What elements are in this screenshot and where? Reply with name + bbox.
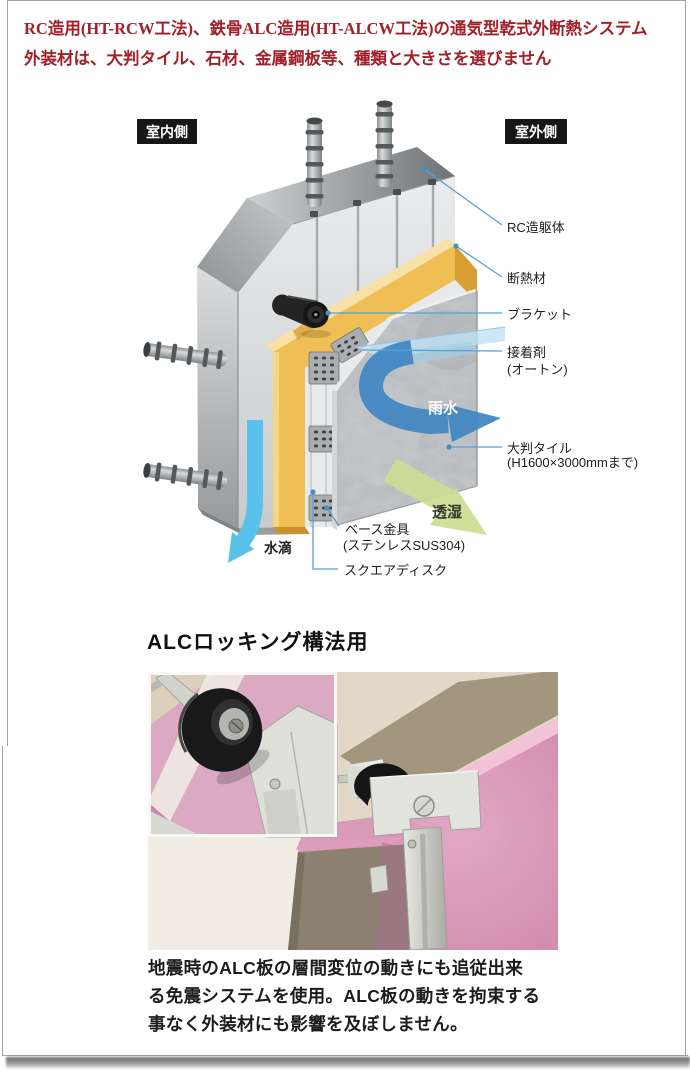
border-top — [7, 0, 686, 1]
callout-leaders — [312, 168, 503, 570]
callout-base-fitting-sub: (ステンレスSUS304) — [343, 538, 465, 553]
section-title: ALCロッキング構法用 — [147, 631, 369, 654]
callout-adhesive-sub: (オートン) — [507, 362, 568, 377]
rebar-top — [305, 100, 394, 207]
vapor-label: 透湿 — [432, 504, 462, 521]
header-text: RC造用(HT-RCW工法)、鉄骨ALC造用(HT-ALCW工法)の通気型乾式外… — [24, 14, 674, 74]
callout-rc-body: RC造躯体 — [507, 220, 565, 235]
callout-tile-sub: (H1600×3000mmまで) — [507, 455, 638, 470]
rain-arrow: 雨水 — [359, 340, 501, 442]
inset-ring-bracket — [148, 672, 263, 772]
callout-insulation: 断熱材 — [507, 271, 546, 286]
callout-adhesive: 接着剤 — [507, 345, 546, 360]
callout-square-disc: スクエアディスク — [344, 563, 447, 578]
callout-base-fitting: ベース金具 — [345, 522, 409, 537]
wall-tie-studs — [310, 179, 436, 217]
header-line-1: RC造用(HT-RCW工法)、鉄骨ALC造用(HT-ALCW工法)の通気型乾式外… — [24, 19, 648, 38]
border-left-lower — [2, 746, 3, 1056]
rocking-fitting — [337, 758, 482, 950]
rain-label: 雨水 — [428, 399, 459, 417]
border-left-upper — [7, 0, 8, 746]
bracket-isolator — [272, 294, 331, 338]
photo-main-scene — [148, 672, 558, 950]
caption-text: 地震時のALC板の層間変位の動きにも追従出来 る免震システムを使用。ALC板の動… — [148, 958, 541, 1034]
callout-dots — [310, 166, 459, 511]
drop-arrow: 水滴 — [228, 420, 292, 563]
indoor-side-label: 室内側 — [146, 124, 188, 140]
callout-labels: RC造躯体 断熱材 ブラケット 接着剤 (オートン) 大判タイル (H1600×… — [343, 220, 638, 578]
wall-system-diagram: 雨水 透湿 水滴 RC造躯体 — [137, 100, 638, 578]
border-right — [685, 0, 686, 1056]
vapor-arrow: 透湿 — [383, 458, 487, 535]
outdoor-side-tag: 室外側 — [505, 119, 567, 144]
header-line-2: 外装材は、大判タイル、石材、金属鋼板等、種類と大きさを選びません — [24, 49, 552, 68]
indoor-side-tag: 室内側 — [137, 119, 197, 144]
border-bottom — [2, 1055, 688, 1056]
photo-inset — [148, 672, 338, 838]
drop-label: 水滴 — [264, 540, 292, 556]
page-drop-shadow — [6, 1057, 690, 1068]
callout-tile: 大判タイル — [507, 441, 572, 456]
alc-rocking-photo — [148, 672, 558, 950]
rebar-left — [143, 341, 228, 491]
callout-bracket: ブラケット — [507, 307, 572, 322]
outdoor-side-label: 室外側 — [515, 124, 557, 140]
